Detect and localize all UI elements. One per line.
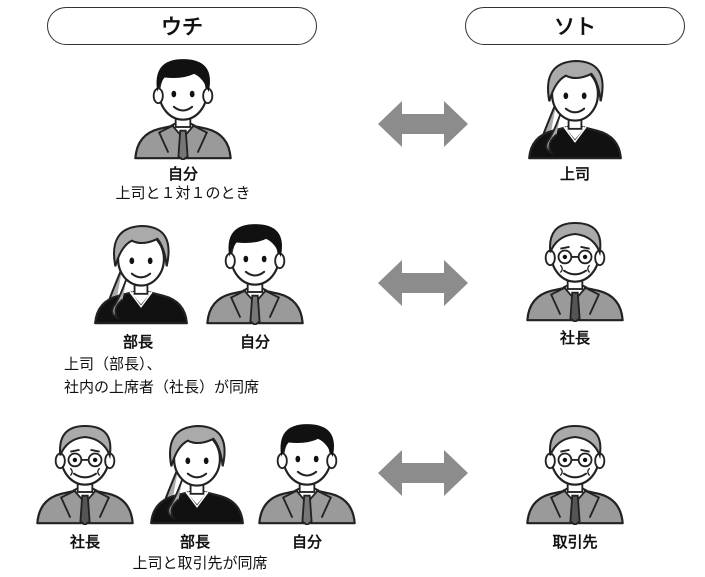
bucho-figure — [142, 415, 252, 525]
row3-caption: 上司と取引先が同席 — [132, 554, 268, 572]
row2-caption-line1: 上司（部長）、 — [64, 355, 162, 373]
double-arrow-icon — [378, 99, 468, 149]
bucho-figure — [86, 215, 196, 325]
row2-right-label: 社長 — [559, 329, 590, 347]
row3-left-label-1: 社長 — [69, 533, 100, 551]
shacho-figure — [30, 415, 140, 525]
double-arrow-icon — [378, 448, 468, 498]
row2-left-label-1: 部長 — [122, 333, 153, 351]
row1-right-label: 上司 — [559, 165, 590, 183]
row1-caption: 上司と１対１のとき — [115, 184, 251, 202]
uchi-header: ウチ — [47, 7, 317, 45]
shacho-figure — [520, 212, 630, 322]
row3-left-label-3: 自分 — [291, 533, 322, 551]
row1-left-label: 自分 — [167, 165, 198, 183]
self-figure — [128, 50, 238, 160]
self-figure — [200, 215, 310, 325]
row3-right-label: 取引先 — [552, 533, 598, 551]
self-figure — [252, 415, 362, 525]
row3-left-label-2: 部長 — [179, 533, 210, 551]
soto-header: ソト — [465, 7, 685, 45]
double-arrow-icon — [378, 258, 468, 308]
client-figure — [520, 415, 630, 525]
row2-left-label-2: 自分 — [239, 333, 270, 351]
boss-woman-figure — [520, 50, 630, 160]
row2-caption-line2: 社内の上席者（社長）が同席 — [64, 378, 260, 396]
